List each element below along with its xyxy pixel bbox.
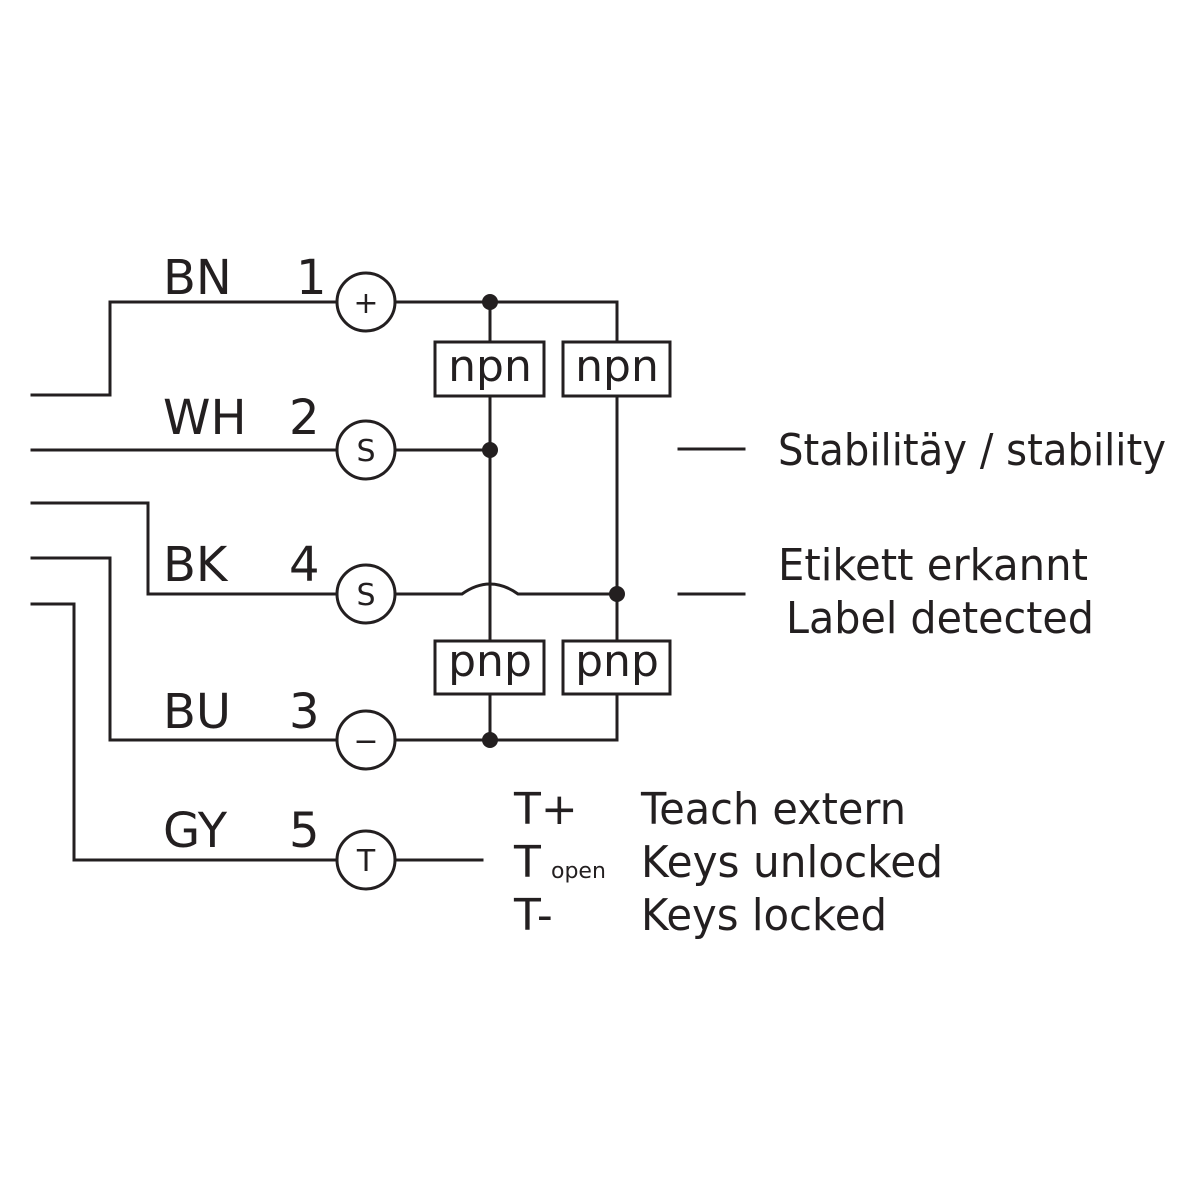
terminal-t (335, 829, 397, 891)
teach-code: T- (513, 890, 553, 941)
wire-bu (30, 556, 339, 742)
pin-number: 4 (289, 537, 320, 593)
wire-color-label: WH (163, 390, 247, 446)
wire-gy (30, 602, 339, 862)
wire-bu-bus (393, 692, 619, 742)
pnp-label-left: pnp (448, 636, 532, 687)
teach-code: T+ (513, 784, 578, 835)
teach-code-subscript: open (551, 859, 606, 884)
output-label-en: Label detected (786, 593, 1094, 644)
wire-color-label: BK (163, 537, 229, 593)
terminal-minus (335, 709, 397, 771)
pnp-box-left (433, 639, 546, 696)
terminal-s-wh-symbol: S (356, 434, 375, 469)
junction-dot (609, 586, 625, 602)
wire-bk-out (393, 582, 619, 596)
terminal-t-symbol: T (356, 844, 376, 879)
wire-bk (30, 501, 339, 596)
output-stability-label: Stabilitäy / stability (778, 425, 1166, 476)
output-label-de: Etikett erkannt (778, 540, 1088, 591)
wire-bn (30, 300, 339, 397)
pin-number: 5 (289, 803, 320, 859)
wire-color-label: GY (163, 803, 228, 859)
junction-dot (482, 442, 498, 458)
terminal-s-wh (335, 419, 397, 481)
terminal-minus-symbol: − (353, 724, 378, 759)
wire-color-label: BN (163, 250, 232, 306)
npn-box-right (561, 340, 672, 398)
terminal-plus (335, 271, 397, 333)
pnp-label-right: pnp (575, 636, 659, 687)
npn-label-left: npn (448, 341, 532, 392)
pin-number: 1 (296, 250, 327, 306)
terminal-plus-symbol: + (353, 286, 378, 321)
npn-label-right: npn (575, 341, 659, 392)
terminal-s-bk (335, 563, 397, 625)
wire-bn-bus (393, 300, 619, 344)
junction-dot (482, 294, 498, 310)
pnp-box-right (561, 639, 672, 696)
pin-number: 2 (289, 390, 320, 446)
terminal-s-bk-symbol: S (356, 578, 375, 613)
teach-code: T (513, 837, 541, 888)
junction-dot (482, 732, 498, 748)
teach-description: Keys locked (641, 890, 887, 941)
teach-description: Keys unlocked (641, 837, 943, 888)
teach-description: Teach extern (640, 784, 906, 835)
npn-box-left (433, 340, 546, 398)
wire-color-label: BU (163, 684, 231, 740)
pin-number: 3 (289, 684, 320, 740)
